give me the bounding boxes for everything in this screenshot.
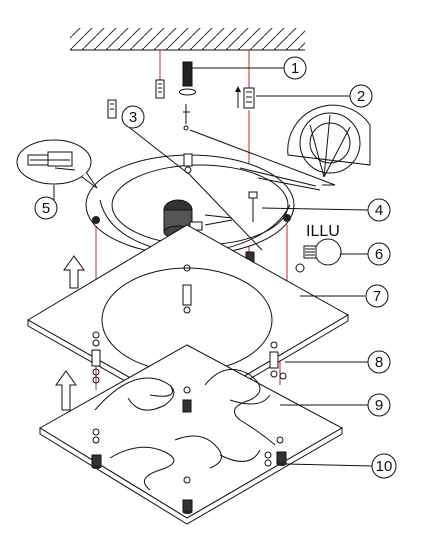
glass-plate-upper	[27, 224, 350, 417]
leader-lines	[53, 67, 373, 467]
screw-3	[107, 99, 190, 131]
wall-plug-2	[235, 86, 255, 109]
callout-5: 5	[34, 196, 58, 220]
illu-label: ILLU	[306, 223, 340, 240]
callout-3: 3	[121, 105, 145, 129]
callout-6: 6	[367, 242, 391, 266]
bulb-illu: ILLU	[295, 223, 342, 273]
svg-text:4: 4	[375, 202, 383, 219]
screw-1	[179, 61, 196, 96]
svg-text:5: 5	[42, 200, 50, 217]
knob-nuts	[91, 399, 287, 514]
wiring-detail-bubble	[16, 139, 98, 189]
callout-2: 2	[349, 84, 373, 108]
cable-terminal-detail	[189, 104, 371, 191]
callout-8: 8	[367, 350, 391, 374]
callout-4: 4	[367, 198, 391, 222]
svg-text:1: 1	[291, 60, 299, 77]
callout-9: 9	[367, 393, 391, 417]
glass-plate-decorated	[39, 344, 344, 525]
spacers	[91, 331, 287, 384]
svg-text:9: 9	[375, 397, 383, 414]
up-arrow-lower	[55, 370, 77, 411]
up-arrow-upper	[63, 255, 85, 289]
ceiling	[70, 28, 305, 51]
svg-text:2: 2	[357, 88, 365, 105]
callout-7: 7	[365, 284, 389, 308]
wall-plug-1	[155, 79, 165, 99]
svg-text:10: 10	[376, 458, 393, 475]
svg-text:3: 3	[129, 109, 137, 126]
callout-1: 1	[283, 56, 307, 80]
svg-text:8: 8	[375, 354, 383, 371]
svg-text:6: 6	[375, 246, 383, 263]
svg-text:7: 7	[373, 288, 381, 305]
callout-10: 10	[371, 453, 397, 479]
